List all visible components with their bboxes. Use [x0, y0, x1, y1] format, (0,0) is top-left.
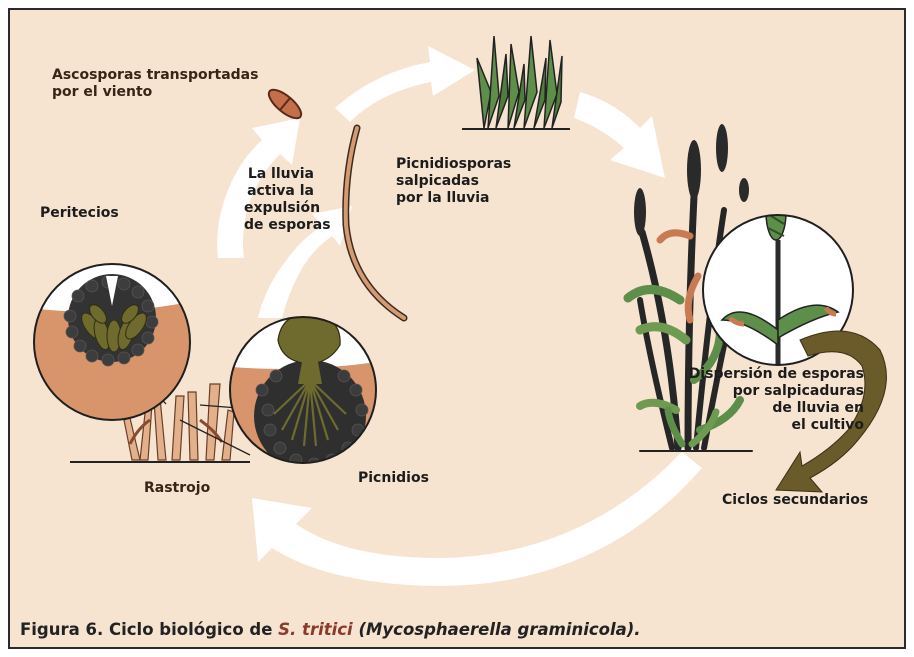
label-ascosporas: Ascosporas transportadas por el viento	[52, 67, 258, 101]
label-lluvia-line1: La lluvia	[244, 166, 314, 183]
peritecios-circle	[30, 264, 200, 430]
caption-prefix: Figura 6. Ciclo biológico de	[20, 620, 278, 639]
label-picnidiosporas: Picnidiosporas salpicadas por la lluvia	[396, 156, 511, 207]
label-lluvia-line3: expulsión	[244, 200, 314, 217]
caption-species: S. tritici	[278, 620, 353, 639]
label-dispersion-line1: Dispersión de esporas	[688, 366, 864, 383]
caption-suffix: (Mycosphaerella graminicola).	[353, 620, 641, 639]
label-picnidiosporas-line1: Picnidiosporas	[396, 156, 511, 173]
picnidios-circle	[220, 314, 390, 480]
cycle-arrow-bottom	[252, 452, 702, 586]
cycle-arrows	[217, 46, 702, 586]
ascospore	[265, 85, 306, 123]
label-ascosporas-line1: Ascosporas transportadas	[52, 67, 258, 84]
label-dispersion-line4: el cultivo	[688, 417, 864, 434]
label-picnidiosporas-line3: por la lluvia	[396, 190, 511, 207]
label-lluvia-line2: activa la	[244, 183, 314, 200]
wheat-seedlings-icon	[462, 36, 570, 129]
cycle-arrow-upper-right	[574, 92, 665, 178]
label-rastrojo: Rastrojo	[144, 480, 210, 497]
label-ciclos-secundarios: Ciclos secundarios	[722, 492, 868, 509]
figure-caption: Figura 6. Ciclo biológico de S. tritici …	[20, 620, 641, 639]
label-ascosporas-line2: por el viento	[52, 84, 258, 101]
label-picnidiosporas-line2: salpicadas	[396, 173, 511, 190]
cycle-arrow-top	[335, 46, 475, 122]
label-dispersion: Dispersión de esporas por salpicaduras d…	[688, 366, 864, 434]
label-dispersion-line2: por salpicaduras	[688, 383, 864, 400]
label-peritecios: Peritecios	[40, 205, 119, 222]
label-picnidios: Picnidios	[358, 470, 429, 487]
label-lluvia-line4: de esporas	[244, 217, 314, 234]
label-dispersion-line3: de lluvia en	[688, 400, 864, 417]
label-lluvia: La lluvia activa la expulsión de esporas	[244, 166, 314, 234]
